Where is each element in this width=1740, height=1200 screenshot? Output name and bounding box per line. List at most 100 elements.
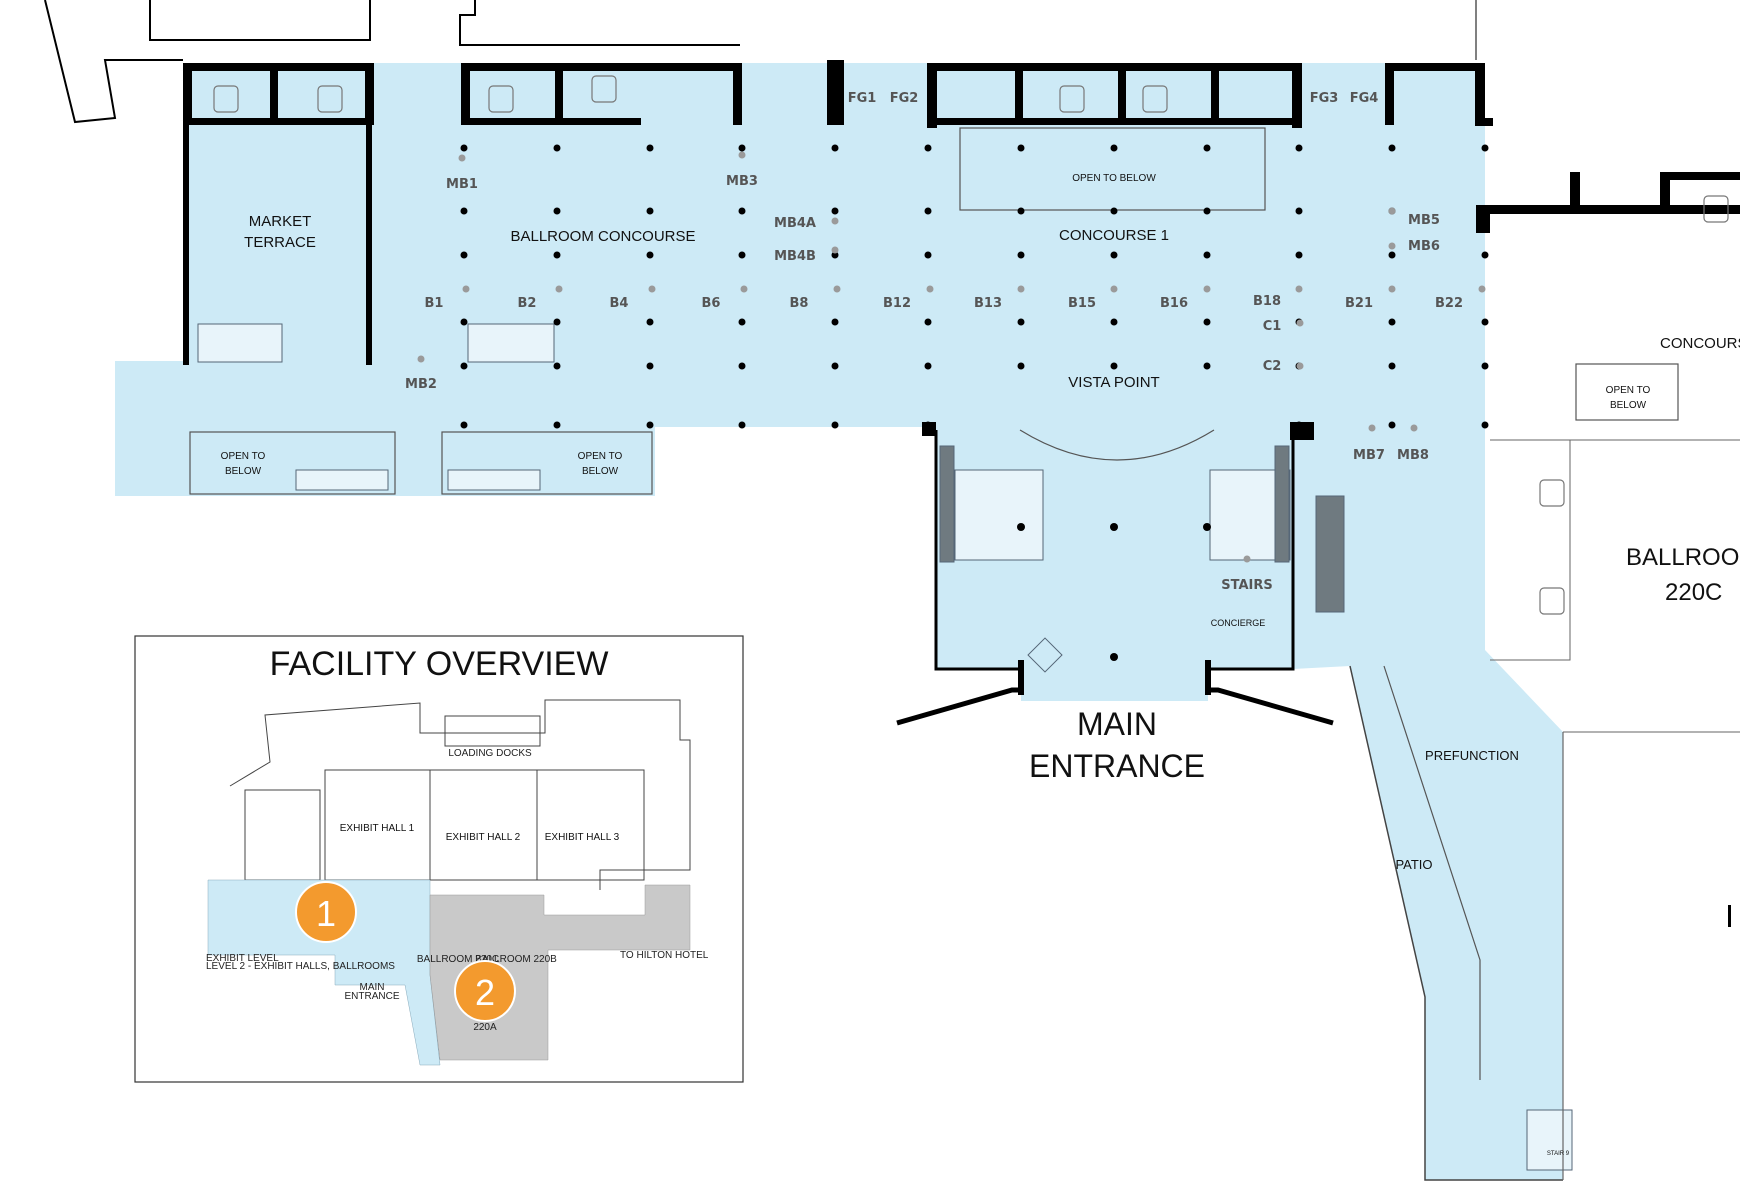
area-label-market-terrace: MARKET	[249, 213, 312, 230]
restroom-icon	[1539, 587, 1565, 615]
badge-2[interactable]: 2	[454, 960, 516, 1022]
area-label-open-to-below-right: OPEN TO	[1606, 385, 1651, 396]
booth-marker	[740, 285, 748, 293]
structural-columns	[460, 144, 1489, 661]
column	[924, 421, 932, 429]
column	[1388, 421, 1396, 429]
column	[924, 362, 932, 370]
column	[646, 251, 654, 259]
booth-label: B8	[790, 296, 809, 311]
column	[738, 251, 746, 259]
booth-marker	[831, 217, 839, 225]
booth-marker	[458, 154, 466, 162]
stairs-graphics	[197, 323, 1573, 1171]
column	[831, 318, 839, 326]
column	[1017, 207, 1025, 215]
column	[831, 144, 839, 152]
restroom-icon	[488, 85, 514, 113]
booth-marker	[1388, 207, 1396, 215]
overview-exhibit-hall-1: EXHIBIT HALL 1	[340, 823, 415, 834]
column	[1203, 144, 1211, 152]
area-label-open-to-below-mid: OPEN TO	[578, 451, 623, 462]
area-label-open-to-below-left: OPEN TO	[221, 451, 266, 462]
column	[1110, 318, 1118, 326]
lobby-walls	[896, 430, 1740, 1181]
column	[1388, 251, 1396, 259]
core-walls	[183, 60, 1740, 440]
column	[1110, 251, 1118, 259]
column	[738, 421, 746, 429]
restroom-icon	[591, 75, 617, 103]
restroom-icon	[1142, 85, 1168, 113]
column	[831, 251, 839, 259]
column	[738, 144, 746, 152]
booth-marker	[1388, 242, 1396, 250]
booth-marker	[1295, 285, 1303, 293]
column	[1203, 362, 1211, 370]
badge-2-number: 2	[475, 972, 495, 1013]
booth-marker	[555, 285, 563, 293]
area-label-ballroom-concourse: BALLROOM CONCOURSE	[510, 228, 695, 245]
column	[1017, 318, 1025, 326]
column	[738, 207, 746, 215]
column	[1481, 207, 1489, 215]
booth-label: B1	[425, 296, 444, 311]
booth-label: B16	[1160, 296, 1188, 311]
booth-marker	[738, 151, 746, 159]
column	[646, 421, 654, 429]
area-label-open-to-below-top: OPEN TO BELOW	[1072, 173, 1156, 184]
column	[1110, 653, 1118, 661]
area-label-main-entrance-2: ENTRANCE	[1029, 748, 1205, 784]
booth-marker	[926, 285, 934, 293]
column	[646, 362, 654, 370]
booth-marker	[1243, 555, 1251, 563]
clipped-text-fragment	[1728, 905, 1731, 927]
booth-marker	[1410, 424, 1418, 432]
area-label-open-to-below-right-2: BELOW	[1610, 400, 1647, 411]
column	[1295, 144, 1303, 152]
area-label-concourse-1: CONCOURSE 1	[1059, 227, 1169, 244]
column	[831, 207, 839, 215]
overview-exhibit-hall-2: EXHIBIT HALL 2	[446, 832, 521, 843]
restroom-icon	[1059, 85, 1085, 113]
column	[460, 362, 468, 370]
booth-label: FG4	[1350, 91, 1379, 106]
booth-label: B4	[610, 296, 629, 311]
column	[1203, 207, 1211, 215]
column	[1110, 362, 1118, 370]
area-label-market-terrace-2: TERRACE	[244, 234, 316, 251]
column	[1481, 251, 1489, 259]
column	[553, 362, 561, 370]
column	[1295, 207, 1303, 215]
badge-1[interactable]: 1	[295, 881, 357, 943]
column	[1017, 362, 1025, 370]
column	[1017, 144, 1025, 152]
column	[924, 251, 932, 259]
column	[924, 318, 932, 326]
restroom-icon	[317, 85, 343, 113]
booth-marker	[1296, 362, 1304, 370]
booth-label: FG1	[848, 91, 877, 106]
overview-ballroom-220b: BALLROOM 220B	[475, 954, 557, 965]
column	[1295, 251, 1303, 259]
column	[1203, 318, 1211, 326]
column	[1017, 523, 1025, 531]
column	[1110, 523, 1118, 531]
booth-label: FG2	[890, 91, 919, 106]
overview-main-entrance-2: ENTRANCE	[344, 991, 399, 1002]
badge-1-number: 1	[316, 893, 336, 934]
column	[646, 318, 654, 326]
booth-label: C1	[1263, 319, 1282, 334]
area-label-concourse-right: CONCOURSE	[1660, 335, 1740, 352]
overview-main-entrance: MAIN	[360, 982, 385, 993]
column	[460, 251, 468, 259]
column	[460, 144, 468, 152]
column	[553, 144, 561, 152]
overview-level-caption: LEVEL 2 - EXHIBIT HALLS, BALLROOMS	[206, 961, 395, 972]
facility-overview-inset[interactable]: FACILITY OVERVIEW EXHIBIT HALL 1 EXHIBIT…	[134, 635, 744, 1083]
booth-marker	[1478, 285, 1486, 293]
booth-marker	[831, 246, 839, 254]
booth-label: B13	[974, 296, 1002, 311]
upper-building-outline	[44, 0, 1477, 124]
booth-marker	[833, 285, 841, 293]
